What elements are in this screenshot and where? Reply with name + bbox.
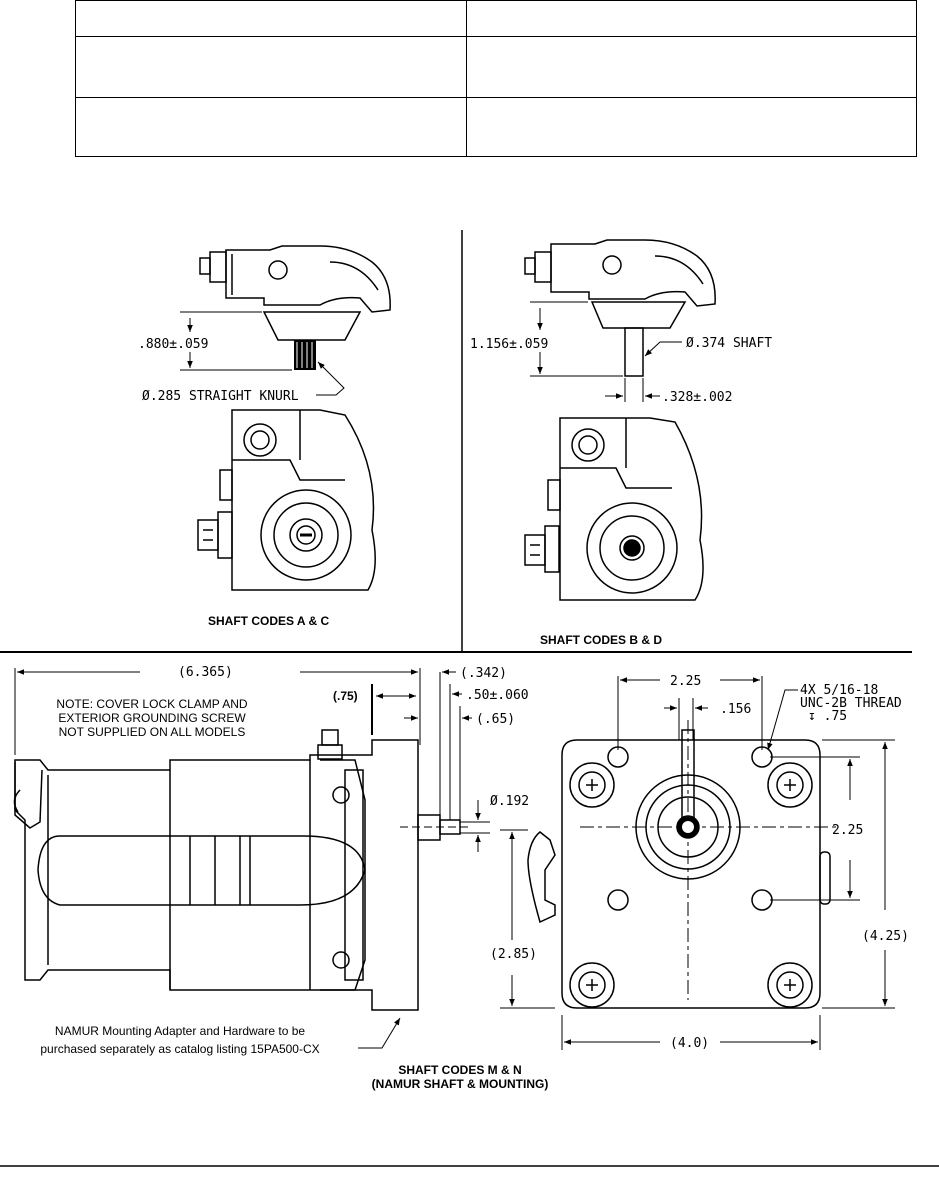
dim-front-225-top: 2.25 (670, 674, 701, 689)
dim-ac-height: .880±.059 (138, 337, 208, 352)
dim-bd-height: 1.156±.059 (470, 337, 548, 352)
view-ac-top (197, 409, 376, 591)
view-ac-dim-height (180, 311, 292, 371)
view-mn-side (13, 729, 461, 1011)
table-row-divider (76, 36, 916, 37)
dim-front-425: (4.25) (862, 929, 909, 944)
caption-mn-line2: (NAMUR SHAFT & MOUNTING) (372, 1077, 549, 1091)
dim-front-225-side: 2.25 (832, 823, 863, 838)
view-bd-dim (530, 301, 682, 402)
view-ac-knurl-leader (316, 361, 345, 396)
dim-front-156: .156 (720, 702, 751, 717)
dim-front-thread-line3: ↧ .75 (808, 709, 847, 724)
mount-bolt-tl (569, 762, 615, 808)
header-table (75, 0, 917, 157)
dim-front-thread-line2: UNC-2B THREAD (800, 696, 902, 711)
dim-bd-width: .328±.002 (662, 390, 732, 405)
table-row-divider (76, 97, 916, 98)
note-cover-line1: NOTE: COVER LOCK CLAMP AND (56, 697, 247, 711)
dim-mn-overall: (6.365) (178, 665, 233, 680)
view-mn-namur-leader (358, 1017, 401, 1049)
dim-mn-50: .50±.060 (466, 688, 529, 703)
mount-bolt-bl (569, 962, 615, 1008)
dim-front-285: (2.85) (490, 947, 537, 962)
caption-mn-line1: SHAFT CODES M & N (398, 1063, 521, 1077)
table-column-divider (466, 1, 467, 156)
note-cover-line3: NOT SUPPLIED ON ALL MODELS (59, 725, 246, 739)
dim-front-thread-line1: 4X 5/16-18 (800, 683, 878, 698)
dim-ac-knurl: Ø.285 STRAIGHT KNURL (142, 389, 299, 404)
view-bd-side (524, 239, 716, 377)
dim-bd-shaft: Ø.374 SHAFT (686, 336, 772, 351)
dim-mn-75: (.75) (333, 689, 358, 703)
mount-bolt-tr (767, 762, 813, 808)
note-cover-line2: EXTERIOR GROUNDING SCREW (58, 711, 246, 725)
view-mn-dims (14, 668, 490, 852)
view-front-dims (500, 676, 895, 1050)
dim-mn-342: (.342) (460, 666, 507, 681)
view-ac-side (199, 245, 391, 370)
dim-front-40: (4.0) (670, 1036, 709, 1051)
caption-ac: SHAFT CODES A & C (208, 614, 329, 628)
view-front-body (527, 729, 831, 1009)
dim-mn-192: Ø.192 (490, 794, 529, 809)
note-namur-line2: purchased separately as catalog listing … (40, 1042, 319, 1056)
view-bd-top (524, 417, 704, 601)
mount-bolt-br (767, 962, 813, 1008)
caption-bd: SHAFT CODES B & D (540, 633, 662, 647)
dim-mn-65: (.65) (476, 712, 515, 727)
note-namur-line1: NAMUR Mounting Adapter and Hardware to b… (55, 1024, 305, 1038)
